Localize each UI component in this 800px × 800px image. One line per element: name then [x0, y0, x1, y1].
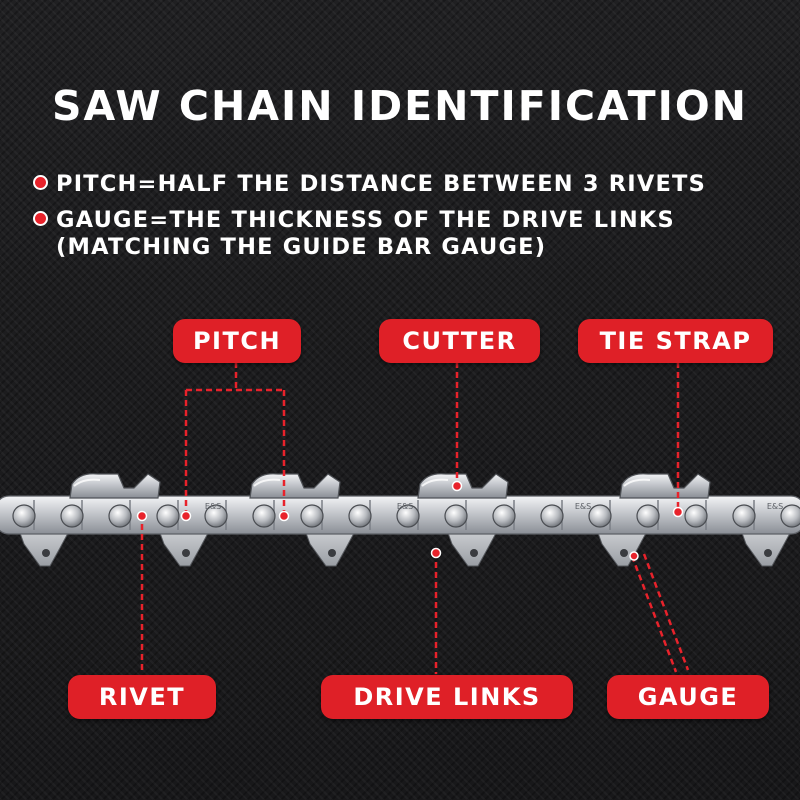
- pitch-label: PITCH: [173, 319, 301, 363]
- rivet: [444, 504, 468, 528]
- pitch-left-dot: [180, 510, 192, 522]
- callout-lines: [140, 362, 690, 674]
- cutter-label: CUTTER: [379, 319, 540, 363]
- rivets-layer: E&S E&S E&S E&S: [12, 502, 800, 528]
- cutter-edge-highlight: [253, 478, 281, 487]
- rivet: [204, 504, 228, 528]
- drive-link-hole: [182, 549, 190, 557]
- drive-link-hole: [620, 549, 628, 557]
- bullet-dot-icon: [35, 213, 46, 224]
- rivet: [60, 504, 84, 528]
- rivet: [348, 504, 372, 528]
- rivet: [252, 504, 276, 528]
- rivet: [108, 504, 132, 528]
- bullet-gauge-continuation: (MATCHING THE GUIDE BAR GAUGE): [56, 234, 547, 260]
- rivet: [492, 504, 516, 528]
- pitch-right-dot: [278, 510, 290, 522]
- tie-strap-dot: [672, 506, 684, 518]
- rivet-dot: [136, 510, 148, 522]
- drive-link-hole: [42, 549, 50, 557]
- cutter-edge-highlight: [73, 478, 101, 487]
- callout-dots: [136, 480, 684, 561]
- rivet: [156, 504, 180, 528]
- cutter-dot: [451, 480, 463, 492]
- cutter-edge-highlight: [623, 478, 651, 487]
- page-title: SAW CHAIN IDENTIFICATION: [51, 82, 748, 130]
- rivet: [780, 504, 800, 528]
- cutter-link: [417, 473, 509, 499]
- tie-strap-label: TIE STRAP: [578, 319, 773, 363]
- gauge-callout-line-a: [630, 555, 678, 673]
- rivet: [396, 504, 420, 528]
- drive-link-hole: [764, 549, 772, 557]
- rivet: [12, 504, 36, 528]
- cutter-link: [249, 473, 341, 499]
- rivet: [540, 504, 564, 528]
- rivet: [732, 504, 756, 528]
- gauge-dot: [629, 551, 639, 561]
- link-stamp: E&S: [575, 502, 591, 511]
- cutter-link: [619, 473, 711, 499]
- rivet: [684, 504, 708, 528]
- drive-links-dot: [430, 547, 442, 559]
- link-stamp: E&S: [767, 502, 783, 511]
- link-stamp: E&S: [397, 502, 413, 511]
- bullet-gauge-text: GAUGE=THE THICKNESS OF THE DRIVE LINKS: [56, 207, 675, 233]
- cutter-edge-highlight: [421, 478, 449, 487]
- cutters-layer: [69, 473, 711, 499]
- bullet-dot-icon: [35, 177, 46, 188]
- bullet-pitch-text: PITCH=HALF THE DISTANCE BETWEEN 3 RIVETS: [56, 171, 706, 197]
- drive-links-label: DRIVE LINKS: [321, 675, 573, 719]
- cutter-link: [69, 473, 161, 499]
- rivet: [588, 504, 612, 528]
- rivet: [300, 504, 324, 528]
- link-stamp: E&S: [205, 502, 221, 511]
- drive-link-hole: [470, 549, 478, 557]
- gauge-label: GAUGE: [607, 675, 769, 719]
- rivet-label: RIVET: [68, 675, 216, 719]
- gauge-callout-line-b: [642, 553, 690, 671]
- rivet: [636, 504, 660, 528]
- drive-link-hole: [328, 549, 336, 557]
